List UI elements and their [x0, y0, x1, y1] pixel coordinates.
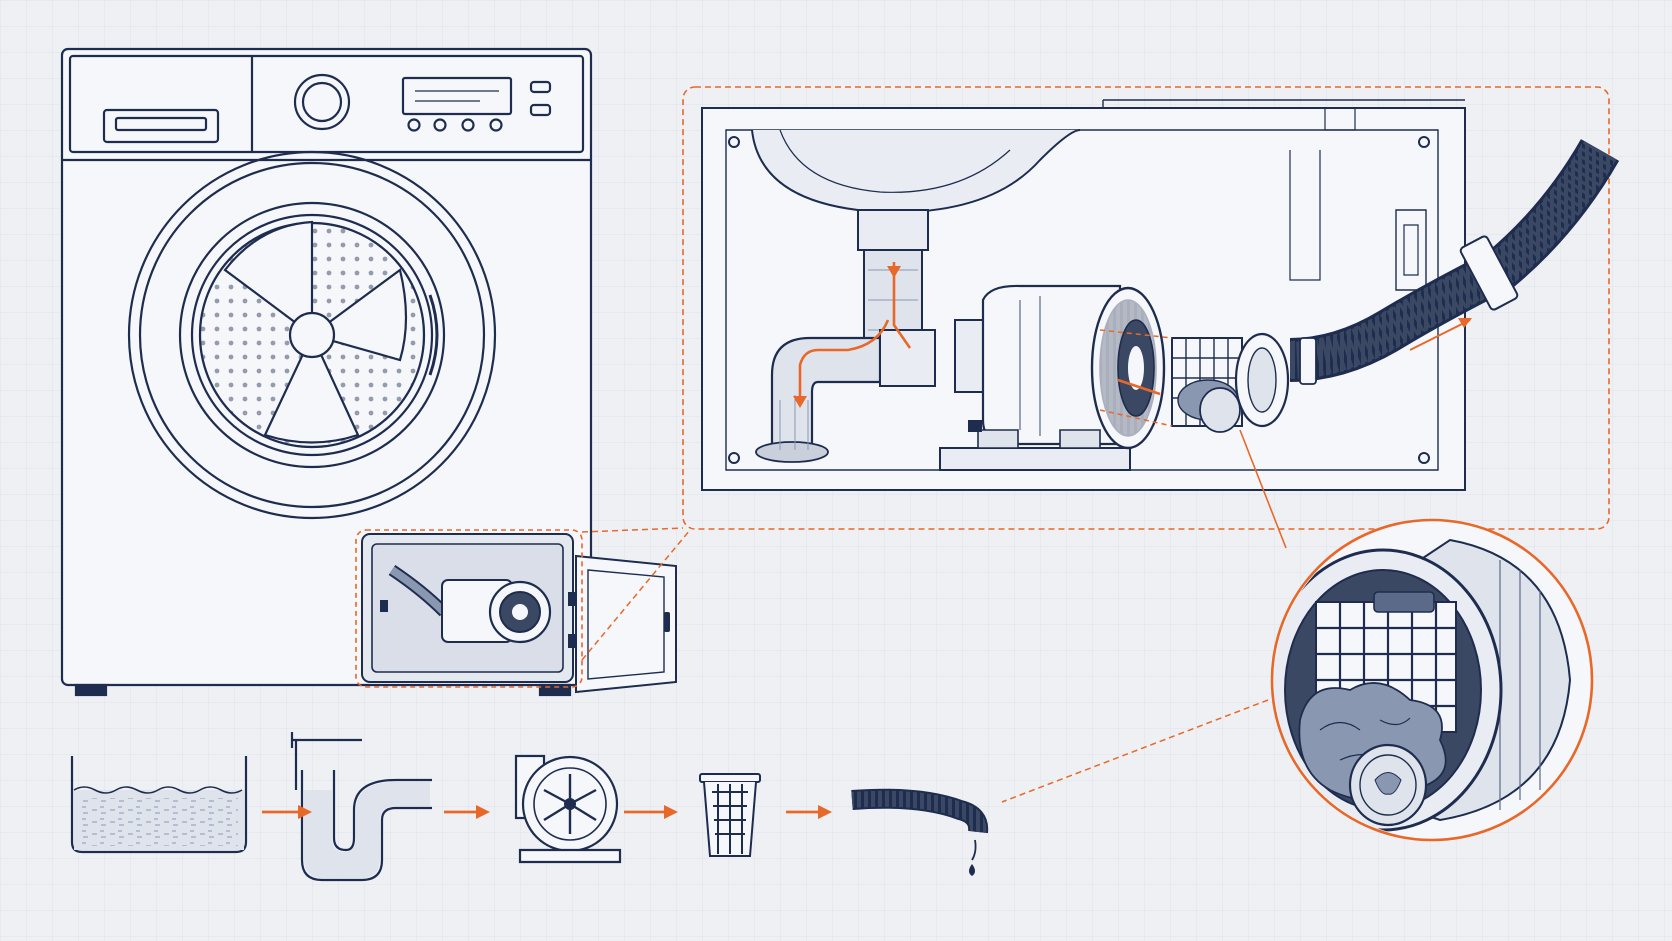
trapped-coin-icon: [1199, 387, 1241, 433]
drain-pump: [939, 284, 1166, 471]
flow-step-trap-icon: [290, 732, 432, 882]
pump-access-panel: [361, 533, 574, 683]
service-door: [568, 554, 677, 694]
water-droplet-icon: [969, 864, 975, 876]
flow-step-arrows: [262, 805, 832, 819]
zoom-callout-line: [1001, 699, 1269, 803]
flow-step-pump-icon: [514, 754, 622, 864]
filter-zoom-view: [1270, 518, 1594, 842]
callout-line-bottom: [581, 529, 691, 661]
control-buttons: [407, 80, 552, 132]
flow-step-hose-icon: [851, 788, 989, 876]
callout-highlight-small: [355, 529, 583, 688]
flow-step-filter-icon: [699, 773, 761, 857]
washing-machine: [60, 47, 593, 697]
callout-line-top: [581, 527, 684, 533]
detail-frame: [682, 86, 1610, 530]
control-display: [401, 76, 513, 116]
program-dial-icon: [293, 73, 351, 131]
filter-basket: [1099, 329, 1290, 433]
zoom-leader-line: [1239, 429, 1287, 549]
flow-arrows-detail: [798, 262, 1471, 400]
door-porthole: [127, 150, 497, 520]
drain-hose: [1289, 138, 1620, 385]
flow-arrowheads-detail: [793, 266, 1472, 408]
detergent-drawer: [102, 108, 220, 144]
drum-icon: [198, 220, 426, 449]
flow-step-tub-icon: [70, 756, 248, 854]
